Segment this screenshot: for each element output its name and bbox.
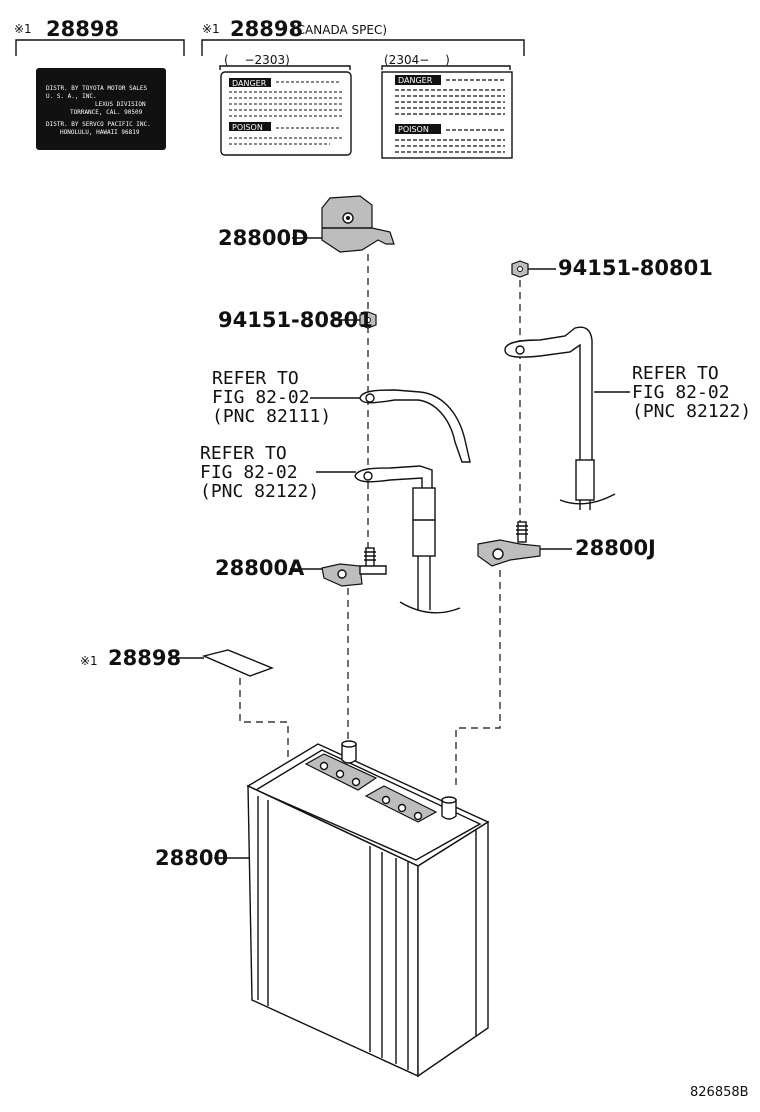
range-left: ( −2303) xyxy=(224,53,290,67)
canada-label-part-number[interactable]: 28898 xyxy=(230,17,303,41)
ref-right-line2: FIG 82-02 xyxy=(632,382,730,403)
cable-82122-left xyxy=(354,465,461,614)
us-caution-label-section: ※1 28898 DISTR. BY TOYOTA MOTOR SALES U.… xyxy=(14,17,185,150)
reference-right: REFER TO FIG 82-02 (PNC 82122) xyxy=(594,363,751,422)
battery xyxy=(246,740,490,1078)
danger-word: DANGER xyxy=(232,79,267,88)
ref-82111-line2: FIG 82-02 xyxy=(212,387,310,408)
ref-82122-line1: REFER TO xyxy=(200,443,287,464)
us-label-sticker xyxy=(36,68,166,150)
terminal-clamp-28800A xyxy=(321,547,387,587)
canada-label-mark: ※1 xyxy=(202,22,220,36)
ref-82111-line3: (PNC 82111) xyxy=(212,406,331,427)
part-28800A[interactable]: 28800A xyxy=(215,556,305,580)
part-28800J[interactable]: 28800J xyxy=(575,536,656,560)
part-94151-80801-right[interactable]: 94151-80801 xyxy=(558,256,713,280)
sticker-line: TORRANCE, CAL. 90509 xyxy=(70,109,143,116)
sticker-line: U. S. A., INC. xyxy=(46,93,97,100)
poison-word: POISON xyxy=(398,125,429,134)
canada-label-sticker-right xyxy=(381,71,513,159)
sticker-line: HONOLULU, HAWAII 96819 xyxy=(60,129,140,136)
terminal-clamp-28800J xyxy=(477,521,541,567)
nut-left xyxy=(359,311,377,329)
terminal-cover xyxy=(321,195,395,253)
ref-82122-line3: (PNC 82122) xyxy=(200,481,319,502)
ref-82111-line1: REFER TO xyxy=(212,368,299,389)
reference-82111: REFER TO FIG 82-02 (PNC 82111) xyxy=(212,368,360,427)
ref-right-line3: (PNC 82122) xyxy=(632,401,751,422)
range-right: (2304− ) xyxy=(384,53,450,67)
danger-word: DANGER xyxy=(398,76,433,85)
small-label-mark: ※1 xyxy=(80,654,98,668)
canada-label-sticker-left xyxy=(220,71,352,156)
sticker-line: LEXUS DIVISION xyxy=(95,101,146,108)
canada-label-section: ※1 28898 (CANADA SPEC) ( −2303) (2304− )… xyxy=(201,17,525,159)
nut-right xyxy=(511,260,529,278)
cable-82111 xyxy=(359,389,471,463)
poison-word: POISON xyxy=(232,123,263,132)
sticker-line: DISTR. BY TOYOTA MOTOR SALES xyxy=(46,85,148,92)
ref-82122-line2: FIG 82-02 xyxy=(200,462,298,483)
small-label-sticker xyxy=(201,649,274,677)
danger-badge xyxy=(395,75,441,85)
figure-id: 826858B xyxy=(690,1085,749,1100)
part-28898-small[interactable]: 28898 xyxy=(108,646,181,670)
sticker-line: DISTR. BY SERVCO PACIFIC INC. xyxy=(46,121,151,128)
poison-badge xyxy=(395,124,441,134)
us-label-mark: ※1 xyxy=(14,22,32,36)
reference-82122-left: REFER TO FIG 82-02 (PNC 82122) xyxy=(200,443,356,502)
canada-spec-text: (CANADA SPEC) xyxy=(292,23,387,37)
ref-right-line1: REFER TO xyxy=(632,363,719,384)
danger-badge xyxy=(229,78,271,87)
cable-right xyxy=(504,326,616,510)
poison-badge xyxy=(229,122,271,131)
us-label-part-number[interactable]: 28898 xyxy=(46,17,119,41)
